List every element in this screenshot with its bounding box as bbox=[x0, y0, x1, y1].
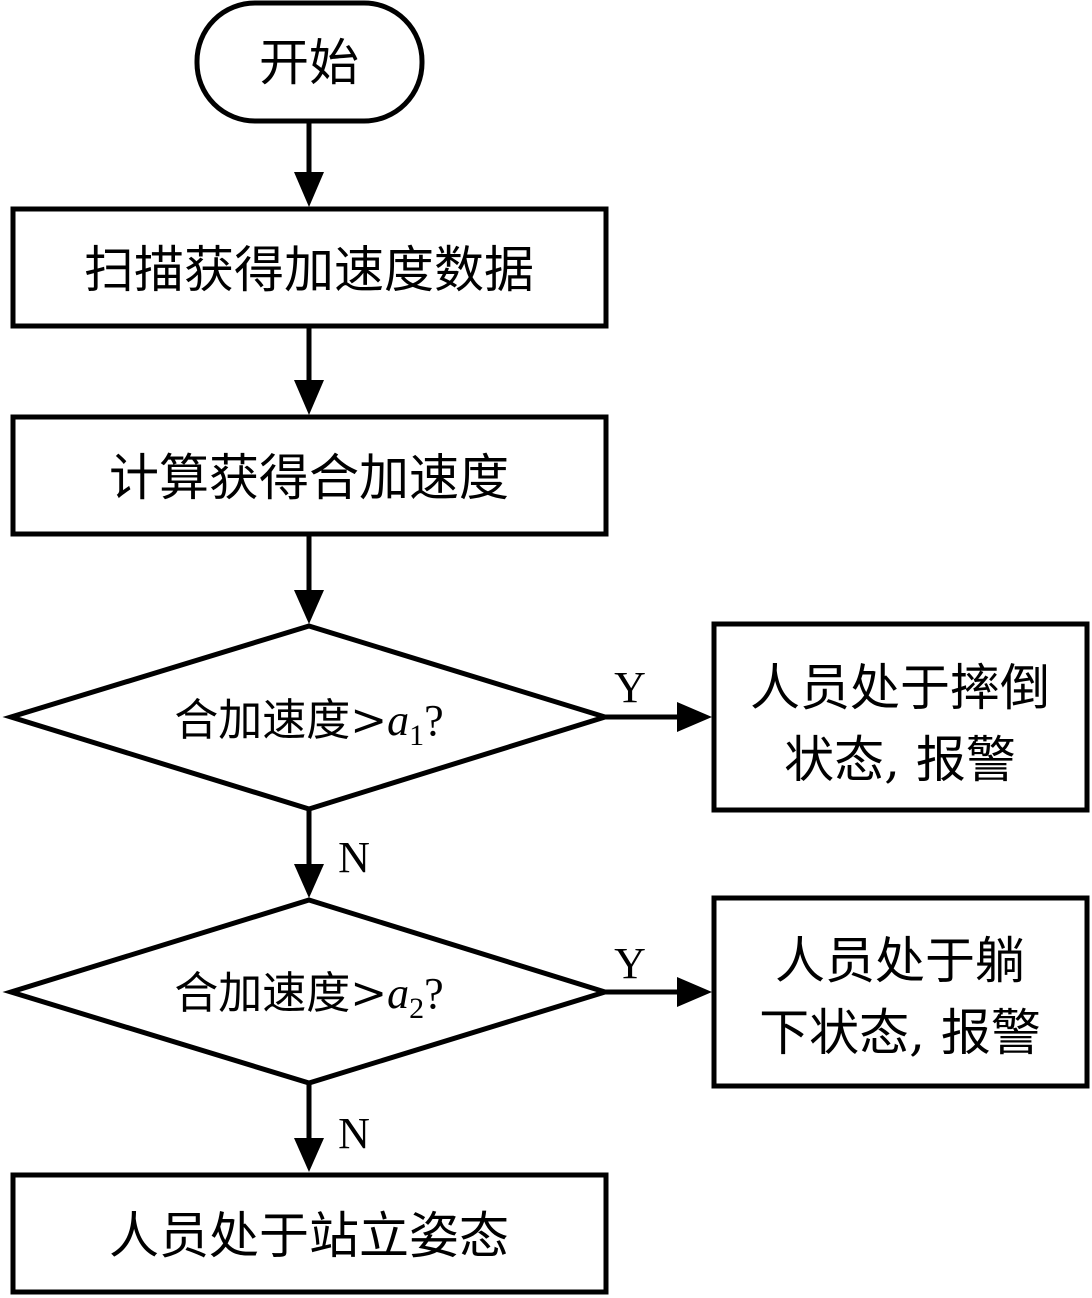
standing-label: 人员处于站立姿态 bbox=[109, 1207, 509, 1265]
lying-line-1: 人员处于躺 bbox=[775, 932, 1025, 990]
start-label: 开始 bbox=[259, 34, 359, 92]
result-fall: 人员处于摔倒 状态, 报警 bbox=[711, 621, 1090, 813]
arrow-decision2-no: N bbox=[294, 1083, 370, 1172]
scan-label: 扫描获得加速度数据 bbox=[84, 241, 534, 299]
result-standing: 人员处于站立姿态 bbox=[10, 1172, 609, 1295]
decision-2-label: 合加速度>a2? bbox=[174, 968, 443, 1025]
lying-line-2: 下状态, 报警 bbox=[759, 1004, 1041, 1062]
decision-2-yes-label: Y bbox=[614, 939, 646, 988]
arrow-start-to-scan bbox=[294, 121, 324, 207]
decision-2-suffix: ? bbox=[424, 969, 444, 1018]
decision-1: 合加速度>a1? bbox=[2, 623, 614, 812]
fall-line-2: 状态, 报警 bbox=[784, 731, 1016, 789]
arrow-decision1-yes: Y bbox=[605, 663, 712, 732]
arrow-decision2-yes: Y bbox=[605, 939, 712, 1007]
process-compute: 计算获得合加速度 bbox=[10, 414, 609, 537]
arrow-decision1-no: N bbox=[294, 809, 370, 898]
decision-2: 合加速度>a2? bbox=[2, 897, 614, 1086]
decision-2-var: a bbox=[387, 969, 409, 1018]
decision-1-var: a bbox=[387, 696, 409, 745]
compute-label: 计算获得合加速度 bbox=[109, 449, 509, 507]
process-scan: 扫描获得加速度数据 bbox=[10, 206, 609, 329]
decision-1-suffix: ? bbox=[424, 696, 444, 745]
arrow-scan-to-compute bbox=[294, 326, 324, 415]
decision-2-sub: 2 bbox=[409, 992, 424, 1025]
decision-1-label: 合加速度>a1? bbox=[174, 695, 443, 752]
decision-1-yes-label: Y bbox=[614, 663, 646, 712]
decision-2-prefix: 合加速度> bbox=[174, 968, 387, 1019]
result-lying: 人员处于躺 下状态, 报警 bbox=[711, 895, 1090, 1089]
decision-1-prefix: 合加速度> bbox=[174, 695, 387, 746]
start-terminator: 开始 bbox=[194, 0, 425, 124]
decision-2-no-label: N bbox=[338, 1109, 370, 1158]
decision-1-no-label: N bbox=[338, 833, 370, 882]
fall-line-1: 人员处于摔倒 bbox=[750, 659, 1050, 717]
decision-1-sub: 1 bbox=[409, 719, 424, 752]
arrow-compute-to-decision1 bbox=[294, 534, 324, 624]
